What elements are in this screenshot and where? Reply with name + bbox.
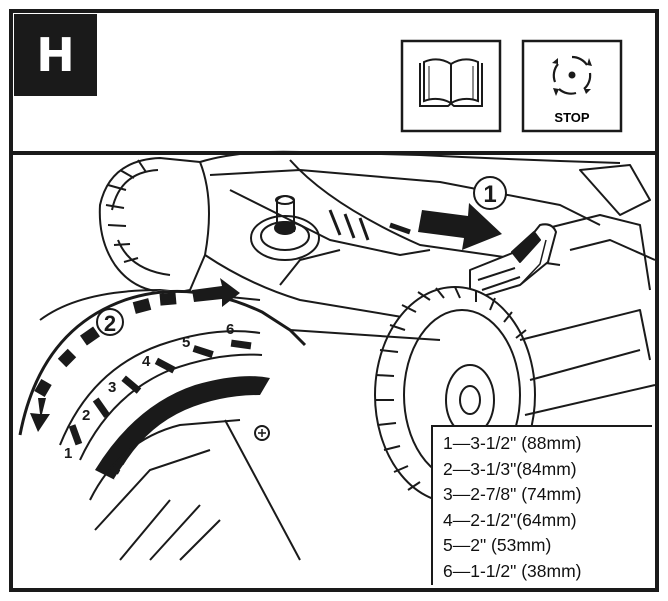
stop-label: STOP — [554, 110, 589, 125]
callout-1: 1 — [418, 176, 507, 250]
scale-number: 6 — [226, 321, 234, 338]
height-adjust-lever — [469, 223, 557, 301]
scale-number: 4 — [142, 353, 151, 370]
legend-item: 1—3-1/2" (88mm) — [443, 433, 582, 453]
scale-number: 2 — [82, 407, 90, 424]
scale-number: 3 — [108, 379, 116, 396]
scale-number: 5 — [182, 334, 190, 351]
legend-item: 2—3-1/3"(84mm) — [443, 458, 577, 479]
scale-number: 1 — [64, 445, 72, 462]
callout-2-label: 2 — [104, 311, 116, 336]
legend-item: 3—2-7/8" (74mm) — [443, 484, 582, 504]
legend-item: 6—1-1/2" (38mm) — [443, 560, 582, 581]
height-legend: 1—3-1/2" (88mm) 2—3-1/3"(84mm) 3—2-7/8" … — [431, 425, 652, 585]
magnifier-lens: 2 1 2 3 4 5 6 — [18, 278, 441, 561]
step-letter-badge: H — [14, 14, 97, 96]
stop-blade-icon — [521, 39, 623, 133]
outer-border — [9, 9, 659, 592]
read-manual-icon — [400, 39, 502, 133]
callout-1-label: 1 — [483, 181, 496, 208]
rear-wheel — [98, 157, 210, 294]
legend-item: 5—2" (53mm) — [443, 535, 552, 555]
legend-item: 4—2-1/2"(64mm) — [443, 509, 577, 530]
